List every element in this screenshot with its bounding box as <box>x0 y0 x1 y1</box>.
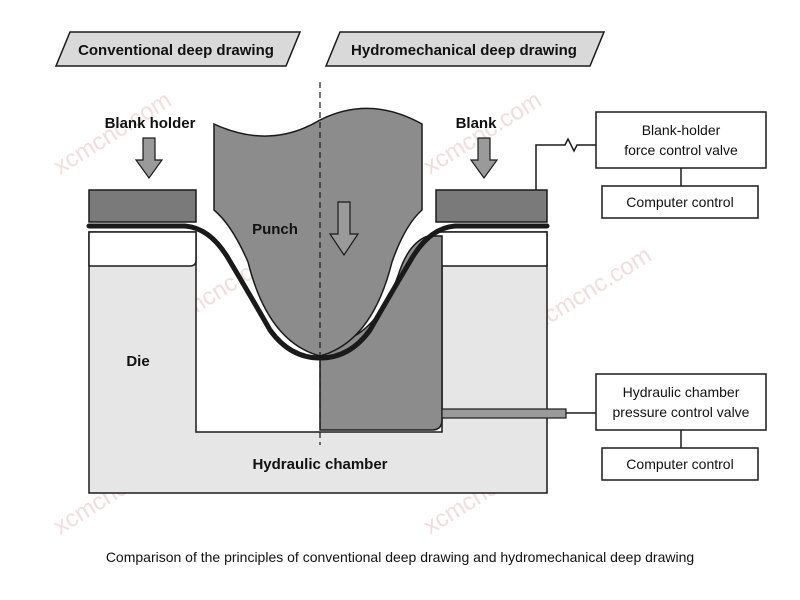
down-arrow-icon <box>134 137 164 180</box>
chamber-valve-label-2: pressure control valve <box>613 404 750 420</box>
blank-holder-valve-label-1: Blank-holder <box>642 122 721 138</box>
blank-holder-valve-box <box>595 111 767 169</box>
watermark: xcmcnc.com <box>529 242 656 336</box>
header-left-banner <box>54 31 302 67</box>
computer-control-top-box <box>601 185 759 219</box>
header-right-label: Hydromechanical deep drawing <box>351 42 577 59</box>
die-top-block-left <box>88 231 197 267</box>
hydraulic-chamber-label: Hydraulic chamber <box>252 456 387 473</box>
chamber-valve-box <box>595 373 767 431</box>
blank-holder-left <box>88 189 197 223</box>
blank-holder-connector <box>535 137 596 190</box>
die-label: Die <box>126 353 149 370</box>
blank-label: Blank <box>456 115 498 132</box>
computer-control-bottom-label: Computer control <box>626 456 733 472</box>
hydraulic-pipe <box>441 408 567 419</box>
punch-label: Punch <box>252 221 298 238</box>
header-right-banner <box>324 31 606 67</box>
figure-caption: Comparison of the principles of conventi… <box>106 549 694 565</box>
die-top-block-right <box>427 231 548 267</box>
blank-holder-right <box>435 189 548 223</box>
header-left-label: Conventional deep drawing <box>78 42 274 59</box>
hydraulic-fluid <box>319 235 443 431</box>
computer-control-bottom-box <box>601 447 759 481</box>
punch <box>213 107 423 357</box>
blank-holder-valve-label-2: force control valve <box>624 142 738 158</box>
punch-down-arrow-icon <box>328 201 360 257</box>
chamber-valve-label-1: Hydraulic chamber <box>623 384 740 400</box>
down-arrow-icon <box>469 137 499 180</box>
blank-holder-label: Blank holder <box>105 115 196 132</box>
computer-control-top-label: Computer control <box>626 194 733 210</box>
